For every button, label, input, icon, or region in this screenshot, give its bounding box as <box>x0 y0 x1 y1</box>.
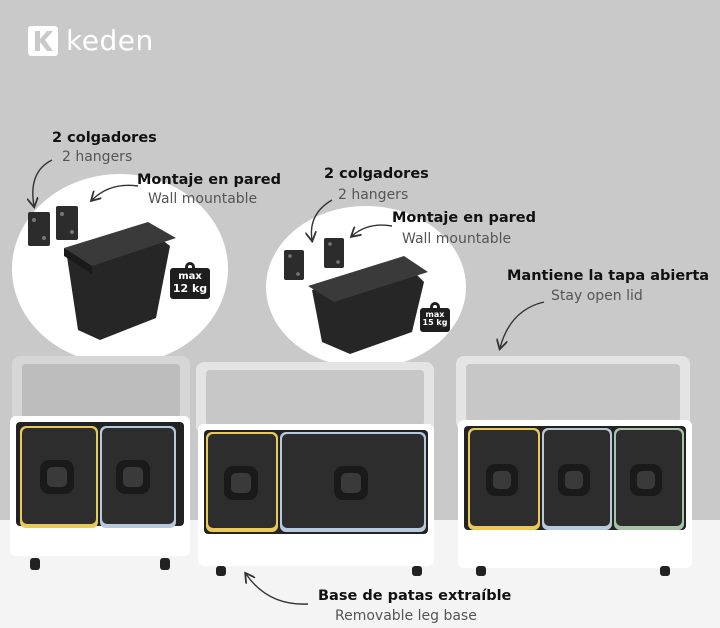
hanger-plates-left <box>28 206 78 246</box>
weight-label-center: max <box>425 310 445 319</box>
bucket-left <box>64 222 176 340</box>
bin-triple <box>456 356 692 576</box>
callout-wall-left-es: Montaje en pared <box>137 172 282 188</box>
callout-lid-es: Mantiene la tapa abierta <box>507 268 710 284</box>
brand-name: keden <box>66 24 154 57</box>
callout-base-en: Removable leg base <box>335 608 477 624</box>
weight-badge-center: max 15 kg <box>420 308 450 332</box>
k-logo-icon <box>28 26 58 56</box>
weight-label-left: max <box>178 271 202 282</box>
callout-hangers-left-en: 2 hangers <box>62 149 133 165</box>
callout-hangers-left-es: 2 colgadores <box>52 130 157 146</box>
bin-double <box>10 356 190 570</box>
callout-hangers-center-es: 2 colgadores <box>324 166 429 182</box>
callout-wall-center-es: Montaje en pared <box>392 210 537 226</box>
weight-value-center: 15 kg <box>422 318 448 328</box>
callout-hangers-center-en: 2 hangers <box>338 187 409 203</box>
weight-value-left: 12 kg <box>172 281 208 295</box>
weight-badge-left: max 12 kg <box>170 268 210 300</box>
callout-base-es: Base de patas extraíble <box>318 588 512 604</box>
callout-lid-en: Stay open lid <box>551 288 643 304</box>
bucket-center <box>308 256 428 354</box>
bin-double-wide <box>196 362 434 576</box>
hanger-plates-center <box>284 238 344 280</box>
callout-wall-center-en: Wall mountable <box>402 231 512 247</box>
callout-wall-left-en: Wall mountable <box>148 191 258 207</box>
brand: keden <box>28 26 154 56</box>
